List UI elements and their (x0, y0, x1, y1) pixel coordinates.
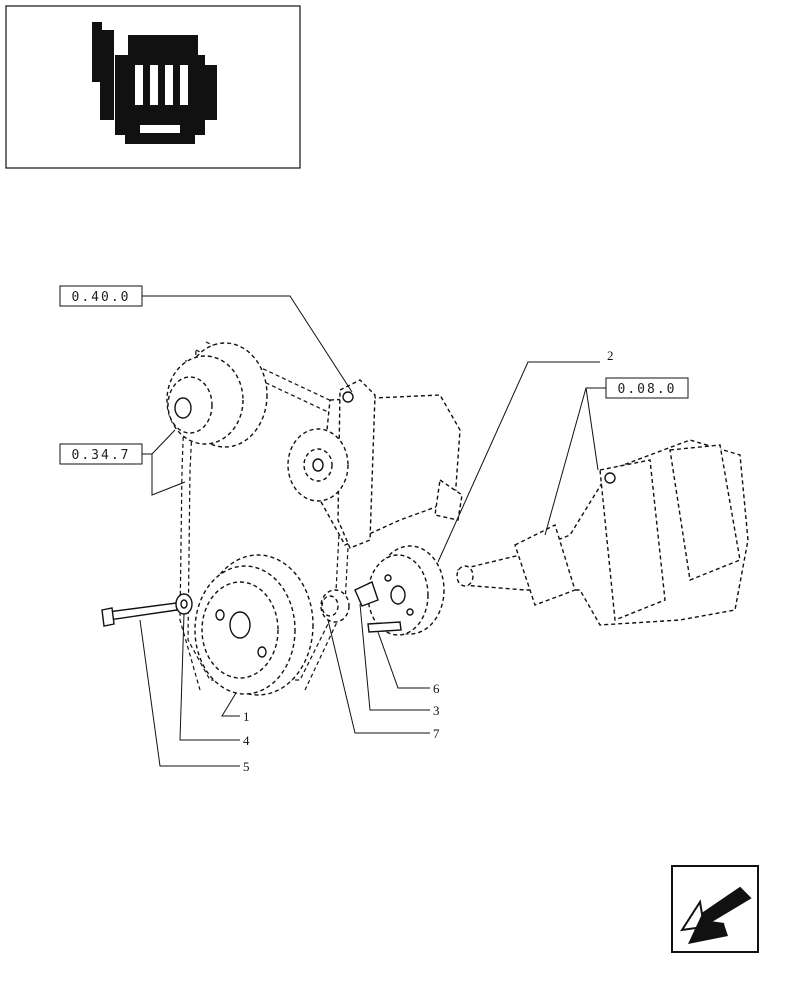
pin-leader (359, 603, 430, 711)
pulley-leader (221, 692, 240, 717)
fan-ref-box[interactable]: 0.34.7 (59, 443, 143, 465)
callout-7: 7 (433, 726, 440, 741)
callout-2: 2 (607, 348, 614, 363)
dowel-leader (377, 631, 430, 689)
alternator (287, 379, 463, 549)
crankshaft-ref-label: 0.08.0 (618, 382, 677, 397)
callout-5: 5 (243, 759, 250, 774)
engine-thumbnail-icon (92, 22, 217, 144)
callout-6: 6 (433, 681, 440, 696)
dowel (367, 621, 402, 633)
hub-leader (437, 361, 600, 563)
ring (320, 589, 350, 623)
bolt (101, 602, 178, 627)
engine-thumbnail[interactable] (5, 5, 301, 169)
crankshaft-ref-box[interactable]: 0.08.0 (605, 377, 689, 399)
washer-leader (179, 613, 240, 741)
alternator-ref-label: 0.40.0 (72, 290, 131, 305)
alternator-leader (142, 295, 353, 393)
callout-4: 4 (243, 733, 250, 748)
crankshaft-pulley (194, 554, 314, 696)
fan-pulley (166, 342, 268, 448)
pin (354, 581, 379, 607)
callout-3: 3 (433, 703, 440, 718)
fan-ref-label: 0.34.7 (72, 448, 131, 463)
washer (175, 593, 193, 615)
hub (367, 545, 445, 636)
previous-page-arrow-icon[interactable] (671, 865, 759, 953)
fan-leader (142, 429, 186, 496)
crankshaft-leader (544, 387, 606, 536)
crankshaft (456, 439, 749, 626)
bolt-leader (139, 619, 240, 767)
callout-1: 1 (243, 709, 250, 724)
ring-leader (327, 619, 430, 734)
alternator-ref-box[interactable]: 0.40.0 (59, 285, 143, 307)
